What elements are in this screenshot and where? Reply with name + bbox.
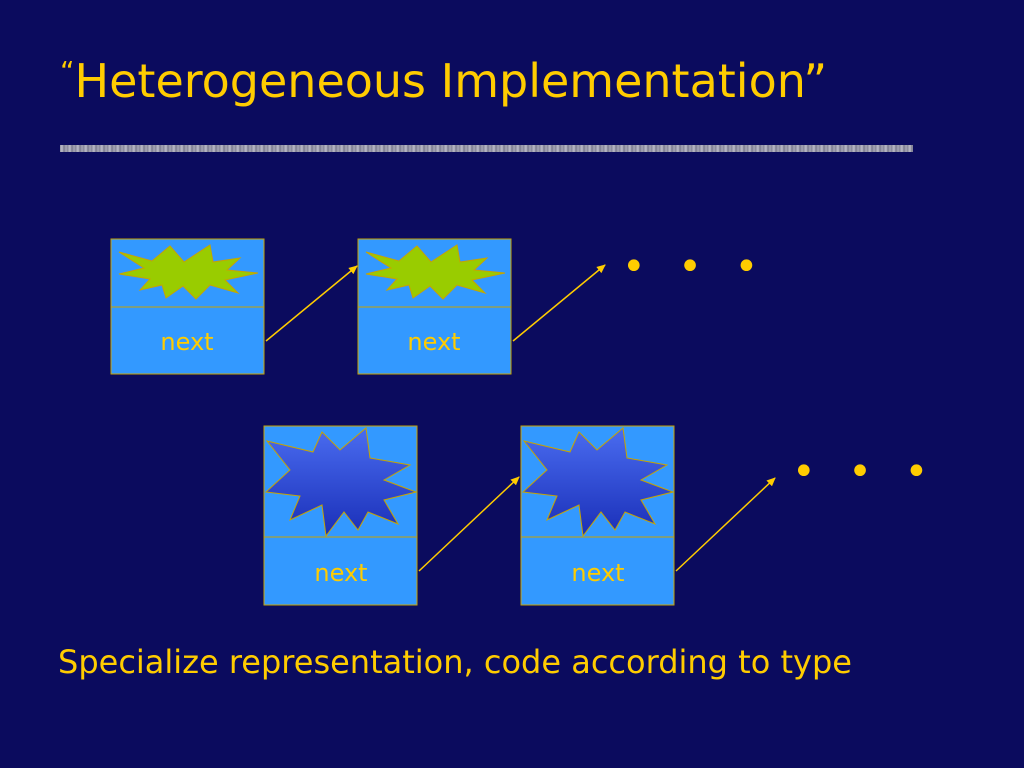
list-2-node-2: next xyxy=(520,425,675,606)
node-field-label: next xyxy=(571,559,624,587)
continuation-ellipsis: • • • xyxy=(792,449,938,495)
list-2: next next • • • xyxy=(263,425,938,606)
list-1-node-2: next xyxy=(357,238,512,375)
list-1-node-1: next xyxy=(110,238,265,375)
next-pointer-arrow xyxy=(418,476,520,572)
next-pointer-arrow xyxy=(512,264,606,342)
title-open-quote: “ xyxy=(60,55,75,88)
title-divider xyxy=(60,145,913,152)
slide-caption: Specialize representation, code accordin… xyxy=(58,643,852,681)
slide-title: “Heterogeneous Implementation” xyxy=(60,55,827,105)
blue-starburst-icon xyxy=(264,427,418,538)
continuation-ellipsis: • • • xyxy=(622,244,768,290)
list-1: next next • • • xyxy=(110,238,768,375)
node-field-label: next xyxy=(160,328,213,356)
blue-starburst-icon xyxy=(521,427,675,538)
green-starburst-icon xyxy=(365,244,506,300)
list-2-node-1: next xyxy=(263,425,418,606)
green-starburst-icon xyxy=(118,244,259,300)
node-field-label: next xyxy=(407,328,460,356)
next-pointer-arrow xyxy=(265,265,358,342)
title-text: Heterogeneous Implementation” xyxy=(74,54,828,108)
next-pointer-arrow xyxy=(675,477,776,572)
node-field-label: next xyxy=(314,559,367,587)
